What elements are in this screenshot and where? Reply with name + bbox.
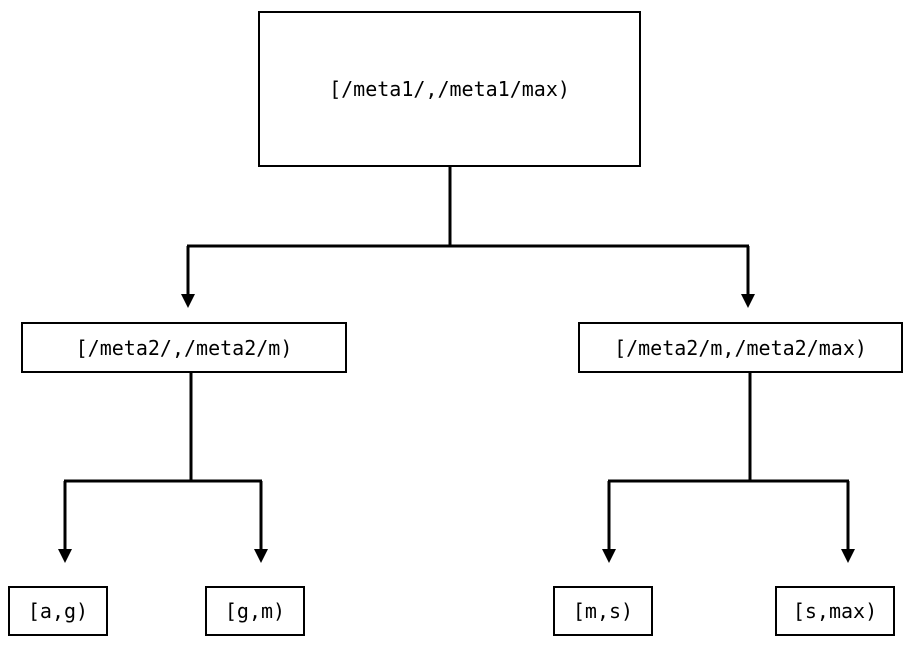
tree-node-leaf-smax-label: [s,max) [792,599,878,623]
arrowhead-root-to-mid-left-icon [181,294,195,308]
tree-node-leaf-ag[interactable]: [a,g) [8,586,108,636]
tree-node-root[interactable]: [/meta1/,/meta1/max) [258,11,641,167]
tree-node-leaf-gm[interactable]: [g,m) [205,586,305,636]
edge-midleft-to-leaves-group [58,373,268,563]
tree-node-leaf-ag-label: [a,g) [27,599,89,623]
arrowhead-to-leaf-gm-icon [254,549,268,563]
tree-node-mid-right-label: [/meta2/m,/meta2/max) [614,335,867,360]
arrowhead-to-leaf-ag-icon [58,549,72,563]
tree-node-mid-right[interactable]: [/meta2/m,/meta2/max) [578,322,903,373]
tree-node-mid-left[interactable]: [/meta2/,/meta2/m) [21,322,347,373]
arrowhead-to-leaf-smax-icon [841,549,855,563]
tree-node-leaf-smax[interactable]: [s,max) [775,586,895,636]
arrowhead-to-leaf-ms-icon [602,549,616,563]
tree-node-leaf-ms[interactable]: [m,s) [553,586,653,636]
arrowhead-root-to-mid-right-icon [741,294,755,308]
tree-node-leaf-ms-label: [m,s) [572,599,634,623]
tree-node-root-label: [/meta1/,/meta1/max) [329,77,570,101]
edge-midright-to-leaves-group [602,373,855,563]
tree-node-mid-left-label: [/meta2/,/meta2/m) [75,335,293,360]
tree-node-leaf-gm-label: [g,m) [224,599,286,623]
edge-root-to-mid-group [181,167,755,308]
